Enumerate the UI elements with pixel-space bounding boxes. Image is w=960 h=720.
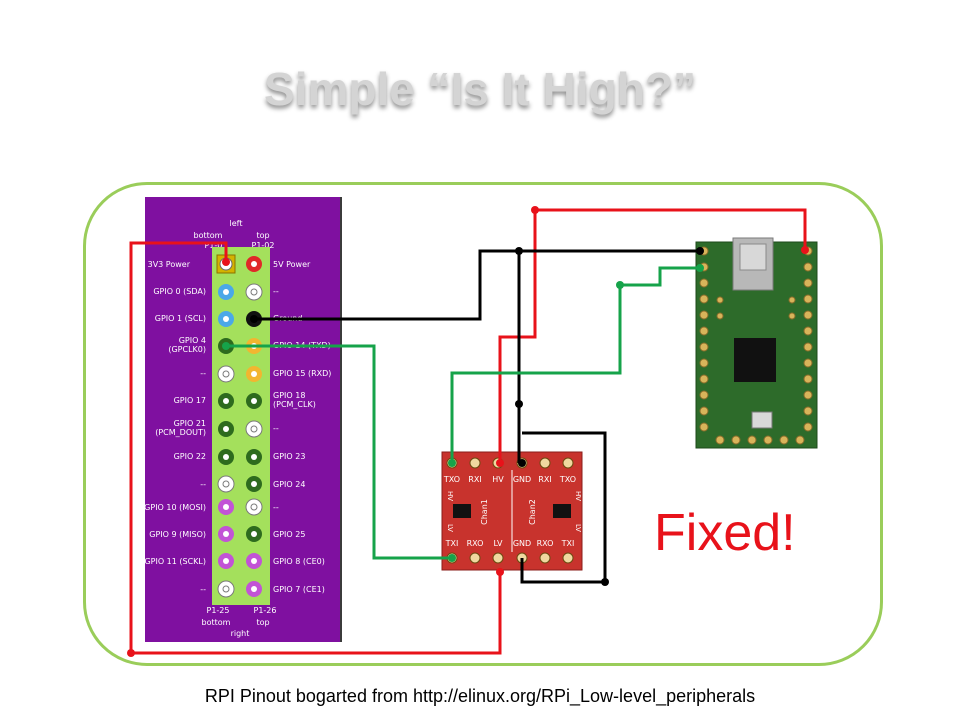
pin-label-right-10: -- (273, 503, 279, 512)
fixed-annotation: Fixed! (654, 504, 796, 562)
shifter-side-label-2: LV (446, 524, 454, 532)
shifter-side-label-4: LV (574, 524, 582, 532)
slide-title: Simple “Is It High?” (264, 63, 696, 115)
wire-black-ground (254, 249, 700, 321)
pin-label-left-12: GPIO 11 (SCKL) (144, 557, 206, 566)
shifter-bottom-pin-1: TXI (445, 539, 459, 548)
pin-label-right-13: GPIO 7 (CE1) (273, 585, 325, 594)
pin-label-right-9: GPIO 24 (273, 480, 306, 489)
pin-label-left-2: GPIO 0 (SDA) (153, 287, 206, 296)
pinout-label-bottom: bottom (201, 618, 231, 627)
shifter-bottom-pin-2: RXO (467, 539, 484, 548)
diagram-frame (83, 182, 883, 666)
pin-label-right-12: GPIO 8 (CE0) (273, 557, 325, 566)
pinout-label-p1-02: P1-02 (251, 241, 275, 250)
wire-green-gpio4-txi (226, 344, 452, 560)
mosfet-1 (453, 504, 471, 518)
pin-label-right-8: GPIO 23 (273, 452, 306, 461)
pin-label-left-7: GPIO 21 (PCM_DOUT) (155, 419, 206, 437)
pin-label-left-5: -- (200, 369, 206, 378)
pinout-label-p1-26: P1-26 (253, 606, 277, 615)
pin-label-right-2: -- (273, 287, 279, 296)
shifter-top-pin-2: RXI (468, 475, 481, 484)
teensy-board (695, 237, 818, 449)
pin-label-right-7: -- (273, 424, 279, 433)
pin-label-right-6: GPIO 18 (PCM_CLK) (273, 391, 316, 409)
shifter-bottom-pin-4: GND (513, 539, 531, 548)
pinout-label-p1-25: P1-25 (206, 606, 230, 615)
pin-label-left-13: -- (200, 585, 206, 594)
pinout-label-p1-01: P1-01 (204, 241, 228, 250)
mosfet-2 (553, 504, 571, 518)
shifter-top-pin-4: GND (513, 475, 531, 484)
teensy-reset-button (751, 411, 773, 429)
pinout-label-top: top (256, 618, 270, 627)
pin-label-left-11: GPIO 9 (MISO) (149, 530, 206, 539)
shifter-bottom-pin-6: TXI (561, 539, 575, 548)
shifter-side-label-1: HV (446, 491, 454, 501)
shifter-side-label-3: HV (574, 491, 582, 501)
pinout-label-end-bottom: bottom (193, 231, 223, 240)
pin-label-left-1: 3V3 Power (147, 260, 190, 269)
pinout-label-right: right (230, 629, 250, 638)
pinout-label-side-left: left (229, 219, 243, 228)
wire-red-3v3-lv (129, 241, 502, 655)
shifter-top-pin-5: RXI (538, 475, 551, 484)
pin-label-left-3: GPIO 1 (SCL) (154, 314, 206, 323)
level-shifter-board: TXO RXI HV GND RXI TXO TXI RXO LV GND RX… (441, 451, 583, 571)
pin-label-left-4: GPIO 4 (GPCLK0) (168, 336, 206, 354)
shifter-channel-2: Chan2 (528, 499, 537, 525)
source-footer: RPI Pinout bogarted from http://elinux.o… (204, 686, 756, 706)
shifter-top-pin-6: TXO (559, 475, 576, 484)
pin-label-left-6: GPIO 17 (173, 396, 206, 405)
pin-label-right-1: 5V Power (273, 260, 311, 269)
wire-red-5v-hv (498, 208, 807, 463)
pin-label-left-10: GPIO 10 (MOSI) (144, 503, 206, 512)
pin-label-left-8: GPIO 22 (173, 452, 206, 461)
shifter-channel-1: Chan1 (480, 499, 489, 525)
shifter-bottom-pin-5: RXO (537, 539, 554, 548)
shifter-top-pin-1: TXO (443, 475, 460, 484)
pinout-label-end-top: top (256, 231, 270, 240)
wire-junctions (127, 206, 809, 657)
pin-label-right-5: GPIO 15 (RXD) (273, 369, 332, 378)
pin-label-left-9: -- (200, 480, 206, 489)
shifter-top-pin-3: HV (492, 475, 504, 484)
shifter-bottom-pin-3: LV (493, 539, 503, 548)
teensy-mcu-chip (734, 338, 776, 382)
pin-label-right-11: GPIO 25 (273, 530, 306, 539)
